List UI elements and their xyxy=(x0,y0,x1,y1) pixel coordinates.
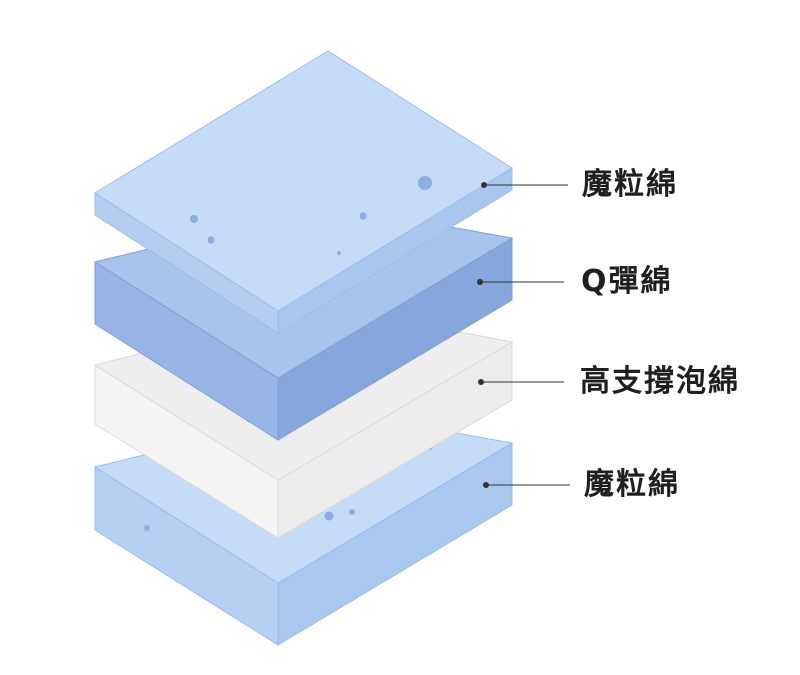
layer-memory-foam-top xyxy=(94,50,513,334)
layer-label-high-support-foam: 高支撐泡綿 xyxy=(580,364,740,399)
foam-dot xyxy=(359,212,367,220)
foam-dot xyxy=(337,251,341,255)
leader-line-0 xyxy=(481,182,568,188)
layer-label-memory-foam-bottom: 魔粒綿 xyxy=(584,467,680,502)
foam-dot xyxy=(324,511,334,521)
foam-dot xyxy=(207,236,215,244)
layer-label-q-elastic-foam: Q彈綿 xyxy=(581,264,673,299)
foam-dot xyxy=(418,176,432,190)
foam-dot xyxy=(190,215,198,223)
layer-label-memory-foam-top: 魔粒綿 xyxy=(582,167,678,202)
leader-line-1 xyxy=(477,279,564,285)
leader-line-2 xyxy=(478,379,564,385)
foam-dot xyxy=(144,525,150,531)
foam-dot xyxy=(349,509,355,515)
layer-top-face xyxy=(94,50,513,312)
leader-lines xyxy=(477,182,570,488)
leader-line-3 xyxy=(483,482,570,488)
